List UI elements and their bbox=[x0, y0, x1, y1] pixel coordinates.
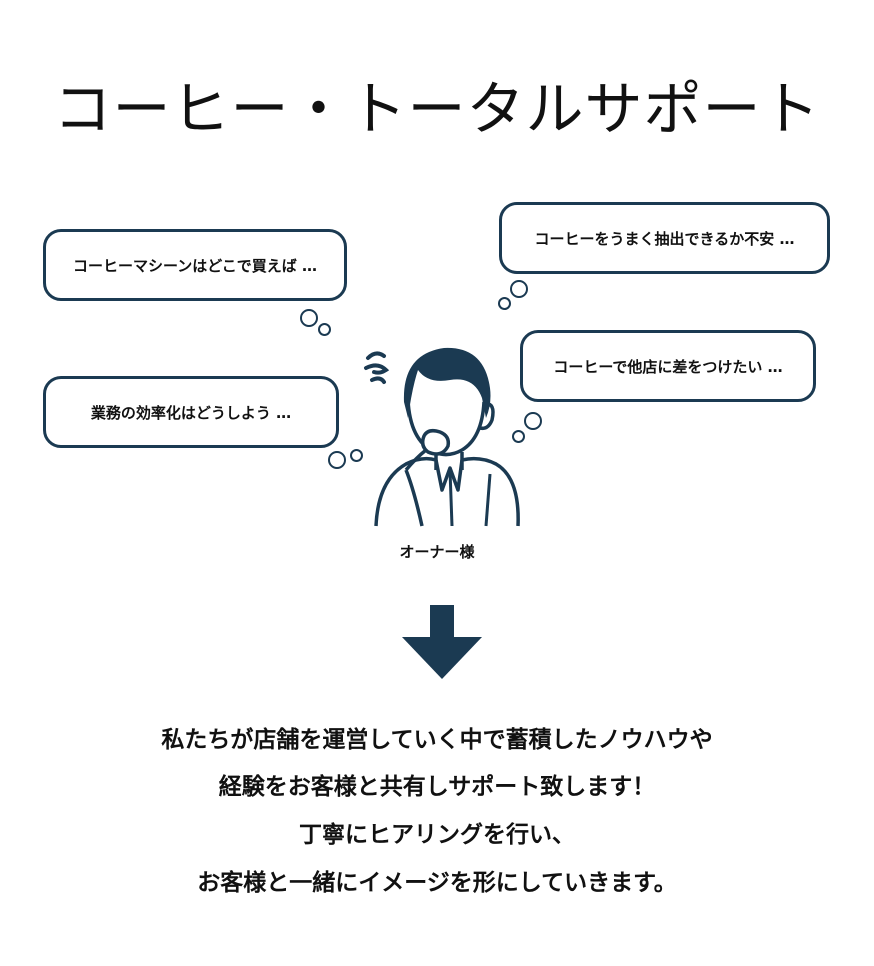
person-icon bbox=[364, 347, 520, 527]
thought-dot bbox=[510, 280, 528, 298]
thought-bubble-brewing: コーヒーをうまく抽出できるか不安 … bbox=[499, 202, 830, 274]
thought-dot bbox=[512, 430, 525, 443]
thought-dot bbox=[318, 323, 331, 336]
description-line: お客様と一緒にイメージを形にしていきます。 bbox=[197, 870, 677, 896]
page-title: コーヒー・トータルサポート bbox=[53, 75, 821, 143]
description-line: 丁寧にヒアリングを行い、 bbox=[299, 822, 575, 848]
description-line: 私たちが店舗を運営していく中で蓄積したノウハウや bbox=[161, 727, 713, 753]
thought-bubble-machine: コーヒーマシーンはどこで買えば … bbox=[43, 229, 347, 301]
thought-dot bbox=[328, 451, 346, 469]
thought-dot bbox=[350, 449, 363, 462]
thought-bubble-differentiate: コーヒーで他店に差をつけたい … bbox=[520, 330, 816, 402]
confused-swirl-icon bbox=[364, 351, 390, 384]
thought-bubble-text: コーヒーをうまく抽出できるか不安 … bbox=[534, 229, 795, 248]
description-line: 経験をお客様と共有しサポート致します！ bbox=[218, 774, 656, 800]
thought-dot bbox=[300, 309, 318, 327]
thought-bubble-efficiency: 業務の効率化はどうしよう … bbox=[43, 376, 339, 448]
thought-dot bbox=[524, 412, 542, 430]
owner-label: オーナー様 bbox=[399, 543, 475, 561]
thought-bubble-text: コーヒーで他店に差をつけたい … bbox=[553, 357, 783, 376]
thought-dot bbox=[498, 297, 511, 310]
thought-bubble-text: 業務の効率化はどうしよう … bbox=[90, 403, 292, 422]
down-arrow-icon bbox=[402, 605, 482, 679]
thought-bubble-text: コーヒーマシーンはどこで買えば … bbox=[72, 256, 318, 275]
